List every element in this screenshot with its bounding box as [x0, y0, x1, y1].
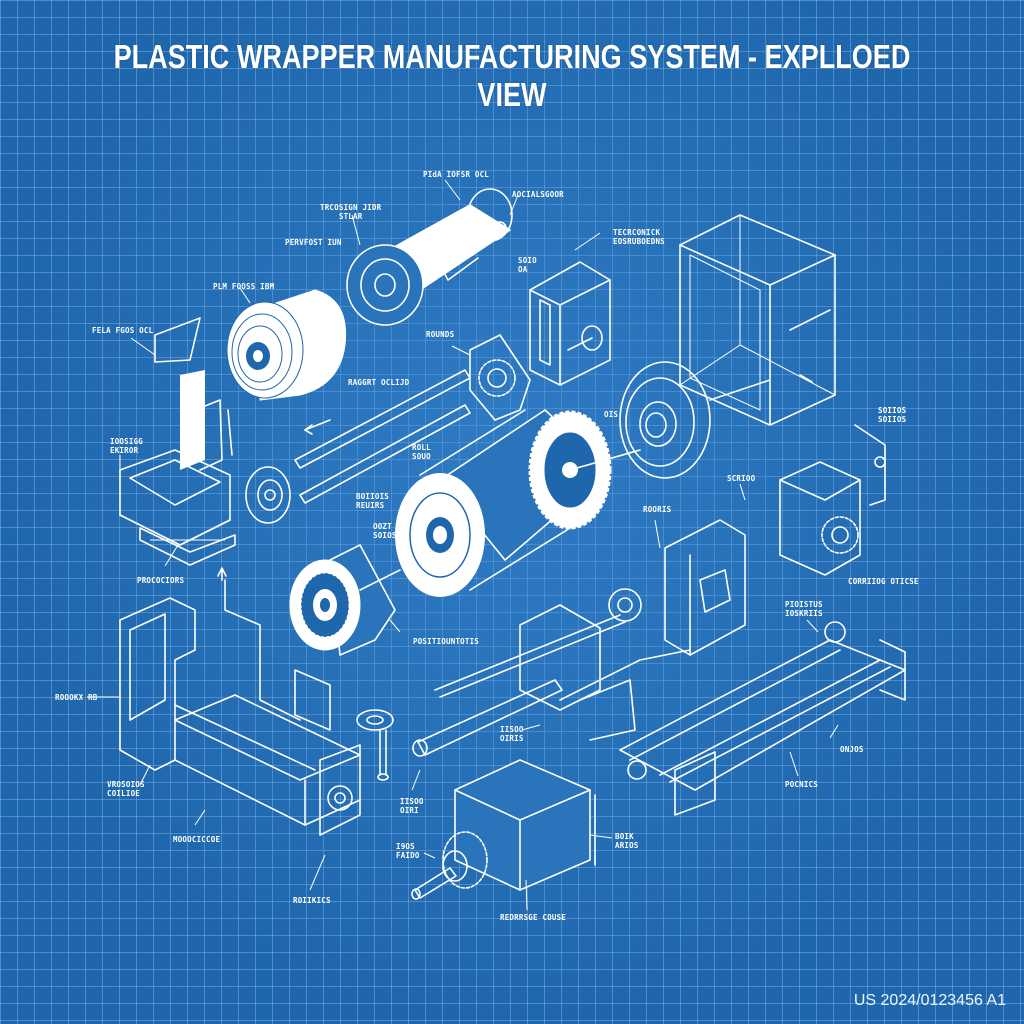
label-vending-collar: VROSOIOS COILIOE: [107, 780, 145, 798]
pulley-spool: [356, 709, 394, 781]
rail-assembly: [619, 621, 906, 816]
sensor-base-box: [119, 449, 236, 566]
housing-enclosure: [679, 214, 836, 426]
main-drum: [395, 409, 641, 597]
label-bottom-right: POCNICS: [785, 780, 819, 789]
label-film-roll-top: PIdA IOFSR OCL: [423, 170, 490, 179]
label-control-drive: CORRIIOG OTICSE: [848, 577, 919, 586]
label-ends: ONJOS: [840, 745, 864, 754]
label-roll-guide: ROLL SOUO: [412, 443, 431, 461]
label-feed-unit: PERVFOST IUN: [285, 238, 342, 247]
left-frame: [119, 597, 361, 836]
label-rollers-bottom: ROIIKICS: [293, 896, 331, 905]
slide-carriage: [434, 604, 691, 741]
label-fela-roll: FELA FGOS OCL: [92, 326, 154, 335]
label-box-right: BOIK ARIOS: [615, 832, 639, 850]
label-right-top: AOCIALSGOOR: [512, 190, 564, 199]
label-ohzt: OOZT SOIOS: [373, 522, 397, 540]
label-bearing-assembly: BOIIOIS REUIRS: [356, 492, 390, 510]
film-roll-cylinder: [346, 188, 513, 326]
label-small-dis: OIS: [604, 410, 619, 419]
motor-housing: [411, 759, 596, 900]
label-pulley: IISOO OIRI: [400, 797, 424, 815]
label-ooosing-sensor: IOOSIGG EKIROR: [110, 437, 144, 455]
label-shaft-rods: IISOO OIRIS: [500, 725, 524, 743]
label-motor-drive: I9OS FAIDO: [396, 842, 420, 860]
drive-shaft: [412, 679, 563, 757]
control-drive-unit: [779, 424, 886, 576]
label-rollers: ROUNDS: [426, 330, 455, 339]
flange-disk: [619, 361, 771, 479]
label-reducer-couse: REDRRSGE COUSE: [500, 913, 567, 922]
label-bracket: SCRIOO: [727, 474, 756, 483]
coupling-disk: [245, 466, 291, 524]
label-pinions: PIOISTUS IOSKRIIS: [785, 600, 823, 618]
label-plm-roll: PLM FOOSS IBM: [213, 282, 275, 291]
film-feed-sheet: [154, 317, 233, 471]
leader-lines: [87, 179, 839, 911]
mounting-plate: [608, 519, 746, 656]
patent-number: US 2024/0123456 A1: [853, 992, 1006, 1009]
label-technical-assemblies: TECRCONICK EOSRUBOEDNS: [613, 228, 665, 246]
label-gear-housing: SOIIOS SOIIOS: [878, 406, 907, 424]
label-roller-shaft: RAGGRT OCLIJD: [348, 378, 410, 387]
small-gear: [469, 334, 531, 421]
linkage-bracket: [217, 567, 331, 731]
label-tension-stand: TRCOSIGN JIDR STLAR: [320, 203, 382, 221]
label-motor-gear: ROORIS: [643, 505, 672, 514]
label-mechanical-base: MOOOCICCOE: [173, 835, 221, 844]
page-title: PLASTIC WRAPPER MANUFACTURING SYSTEM - E…: [113, 38, 911, 113]
label-positioning: POSITIOUNTOTIS: [413, 637, 480, 646]
plastic-film-roll: [226, 289, 347, 401]
gear-motor: [289, 544, 401, 656]
gearbox-assembly: [529, 261, 611, 386]
label-production: PROCOCIORS: [137, 576, 185, 585]
label-small-oa: SOIO OA: [518, 256, 537, 274]
label-frame-rs: ROOOKX RB: [55, 693, 98, 702]
